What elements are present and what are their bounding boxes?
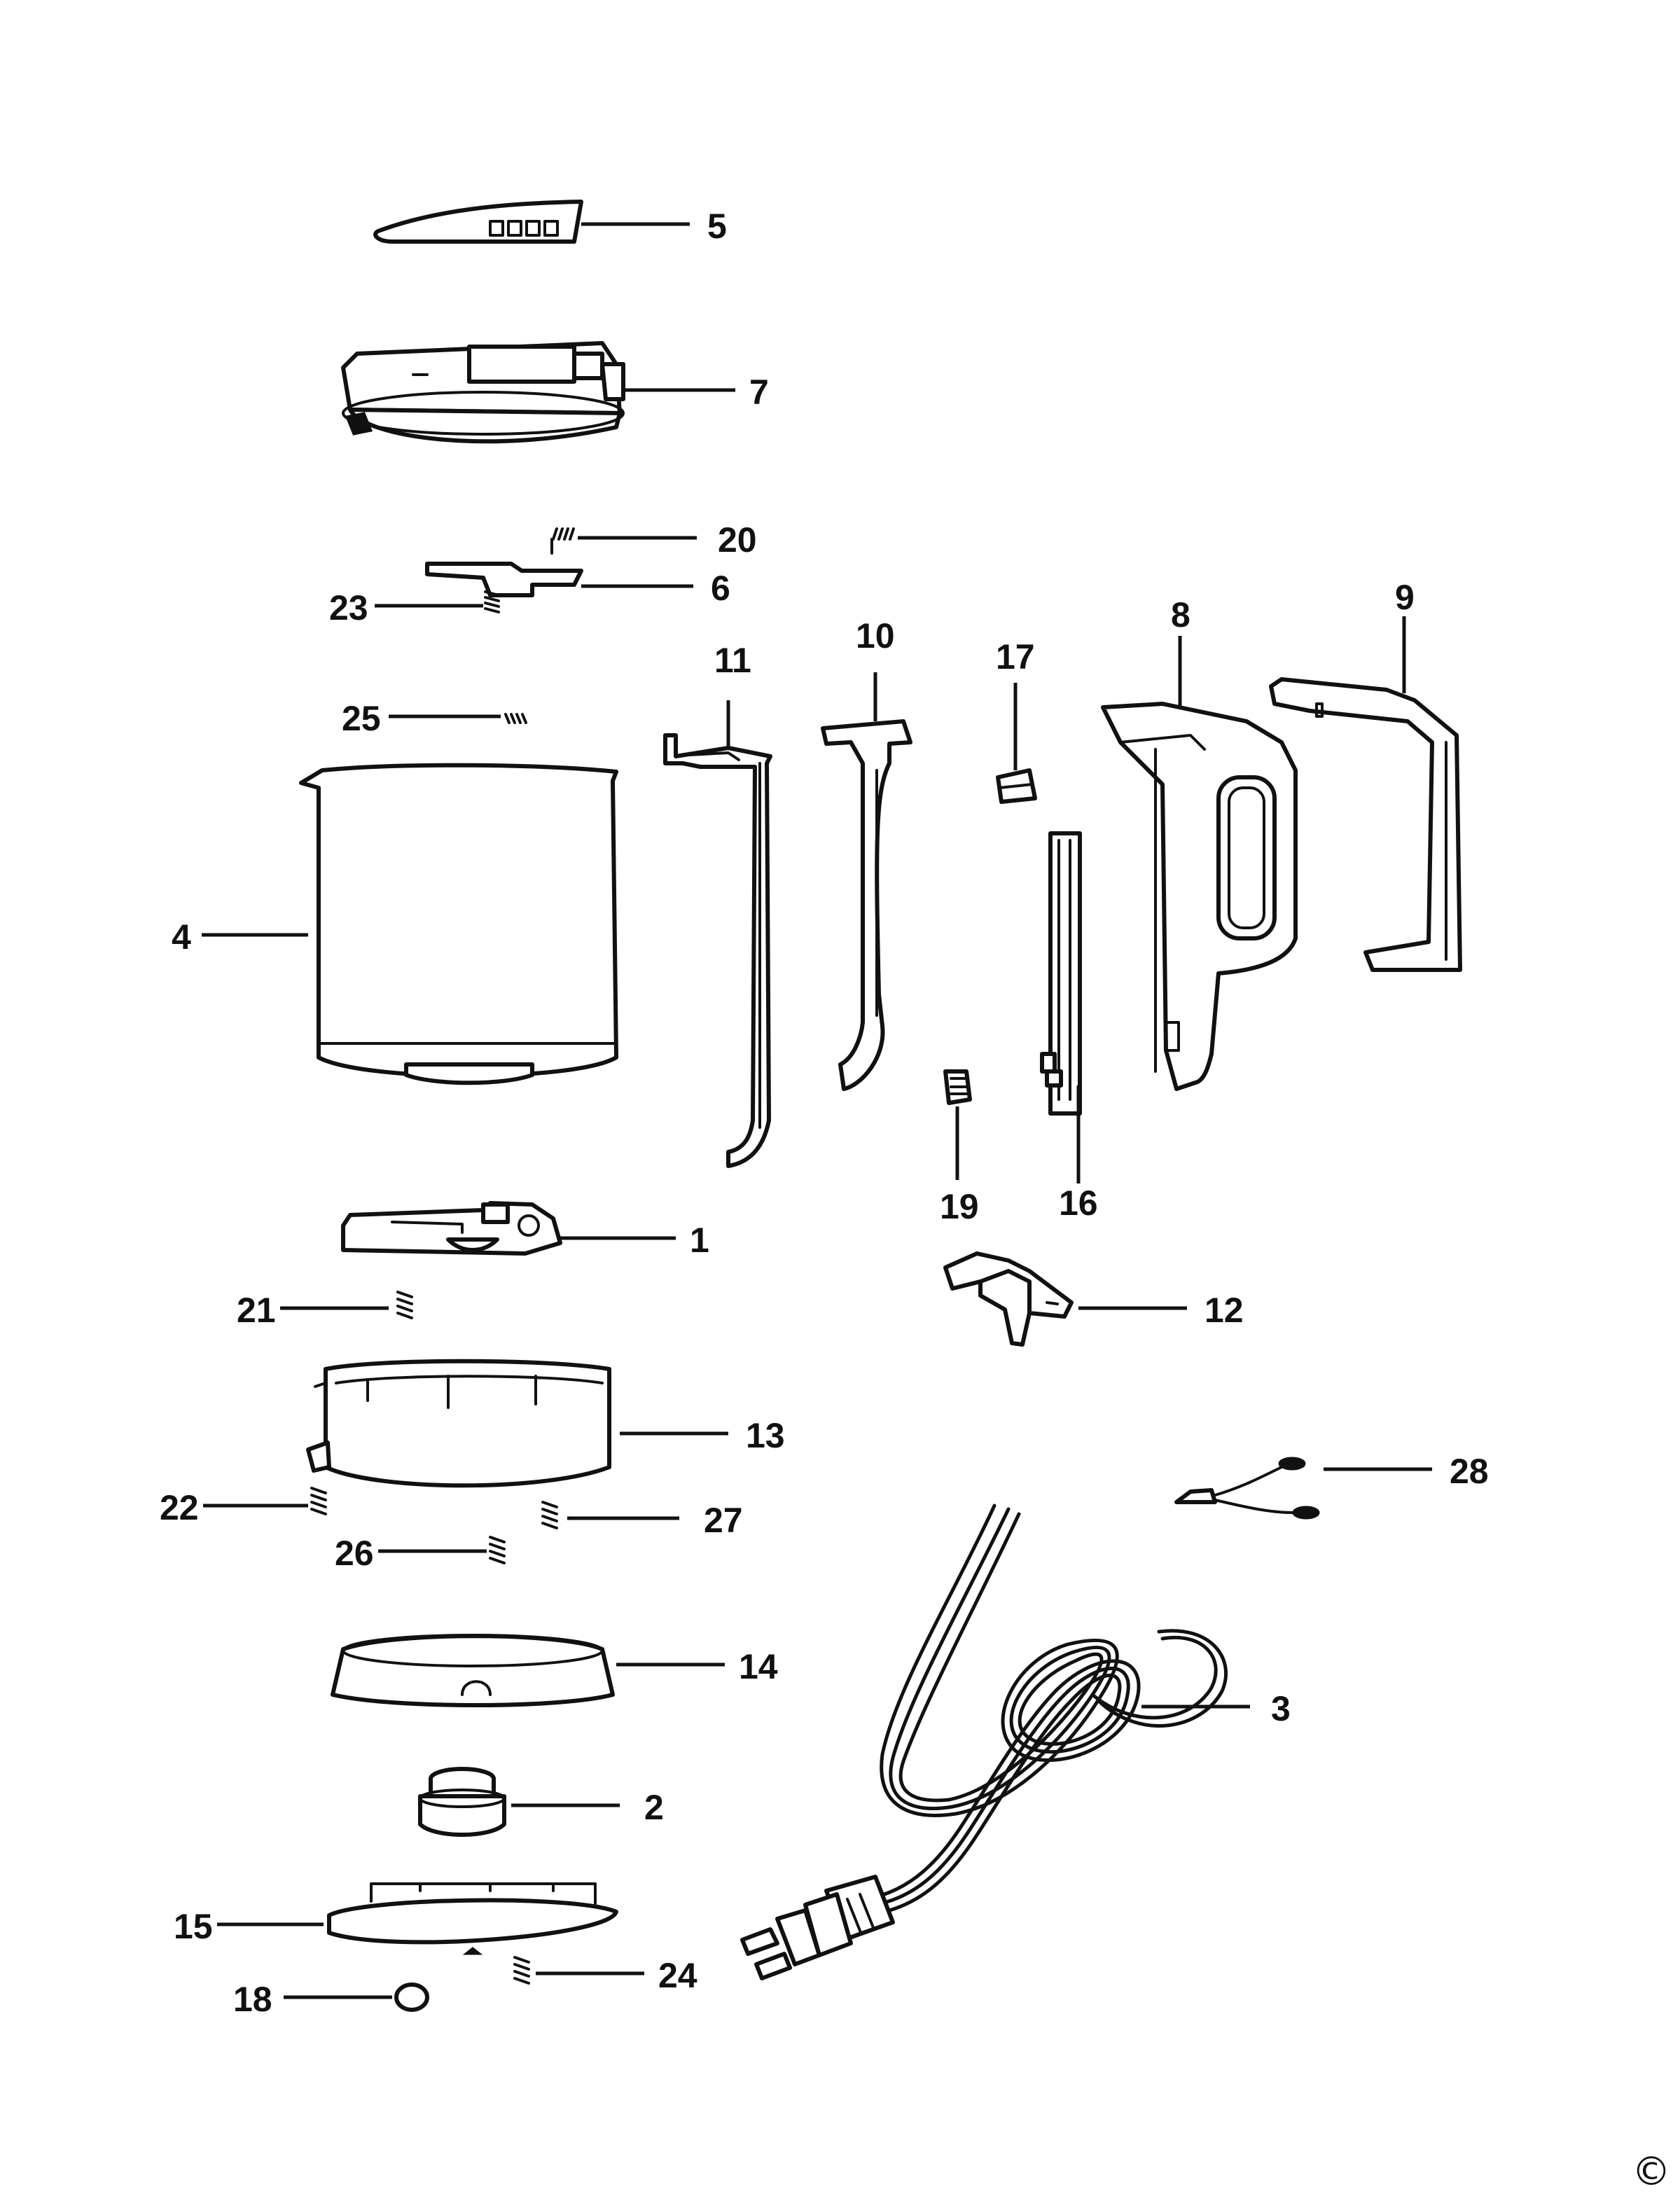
part-24-spring <box>513 1956 530 1985</box>
part-25-spring <box>504 713 527 724</box>
part-16-rod <box>1040 831 1082 1116</box>
part-19-bushing <box>943 1069 972 1105</box>
part-21-spring <box>396 1291 413 1319</box>
part-18-button <box>394 1983 429 2012</box>
part-2-connector <box>418 1767 506 1837</box>
part-11-gauge-bracket <box>663 733 772 1168</box>
label-16: 16 <box>1059 1183 1098 1223</box>
part-5-switch <box>373 200 583 244</box>
label-26: 26 <box>335 1534 374 1573</box>
label-27: 27 <box>704 1501 743 1540</box>
label-20: 20 <box>718 520 757 560</box>
label-10: 10 <box>856 616 895 655</box>
label-28: 28 <box>1450 1452 1489 1491</box>
label-1: 1 <box>690 1221 709 1260</box>
label-22: 22 <box>160 1488 199 1527</box>
label-6: 6 <box>711 569 730 608</box>
part-17-block <box>996 768 1037 804</box>
part-1-plate <box>341 1201 562 1256</box>
label-13: 13 <box>746 1416 785 1455</box>
label-17: 17 <box>996 637 1035 676</box>
part-15-base-plate <box>327 1882 618 1955</box>
part-4-jug-body <box>299 763 618 1085</box>
label-7: 7 <box>749 373 769 412</box>
part-13-base-housing <box>306 1359 611 1488</box>
label-5: 5 <box>707 207 727 246</box>
label-21: 21 <box>237 1291 276 1330</box>
part-28-wire <box>1174 1457 1320 1520</box>
part-6-latch <box>425 562 583 597</box>
part-20-spring <box>550 527 575 555</box>
label-24: 24 <box>658 1956 697 1995</box>
part-8-handle <box>1101 702 1298 1091</box>
part-26-spring <box>489 1536 506 1564</box>
part-12-actuator <box>943 1251 1074 1347</box>
label-18: 18 <box>233 1980 272 2019</box>
label-25: 25 <box>342 699 381 738</box>
part-27-spring <box>541 1501 558 1529</box>
label-4: 4 <box>172 917 191 957</box>
label-3: 3 <box>1271 1689 1291 1728</box>
label-19: 19 <box>940 1187 979 1226</box>
copyright-symbol: © <box>1632 2149 1671 2195</box>
leader-lines <box>202 222 1432 1999</box>
part-7-lid <box>341 341 625 444</box>
part-14-base-ring <box>331 1634 615 1707</box>
label-12: 12 <box>1205 1291 1244 1330</box>
part-23-spring <box>484 590 500 613</box>
part-22-spring <box>310 1487 327 1515</box>
label-11: 11 <box>714 641 751 680</box>
label-8: 8 <box>1171 595 1190 634</box>
part-3-power-cord <box>740 1504 1228 1980</box>
label-14: 14 <box>739 1647 778 1686</box>
label-23: 23 <box>329 588 368 627</box>
label-9: 9 <box>1395 578 1415 617</box>
label-2: 2 <box>644 1788 664 1827</box>
label-15: 15 <box>174 1907 213 1946</box>
part-9-handle-cover <box>1269 677 1462 972</box>
part-labels: 5 7 20 6 23 25 4 11 10 17 8 9 19 16 1 21… <box>160 207 1489 2019</box>
part-10-gauge-window <box>821 719 912 1091</box>
